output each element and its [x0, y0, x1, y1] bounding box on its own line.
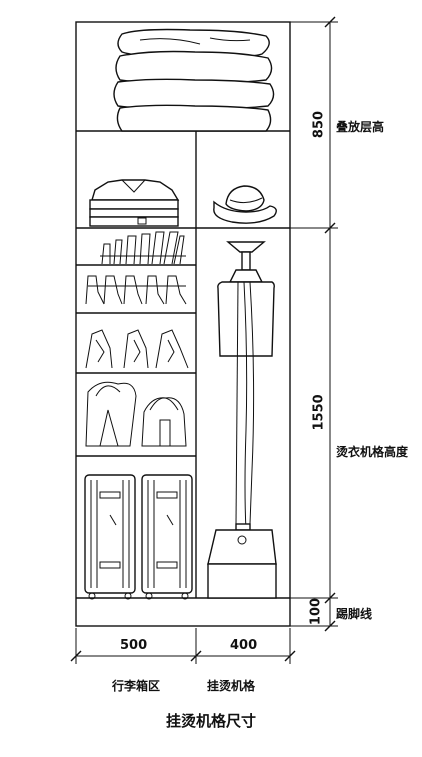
dimension-right-width: 400: [230, 638, 258, 653]
label-kickboard: 踢脚线: [336, 607, 373, 621]
folded-blankets-icon: [113, 28, 275, 132]
dimension-middle-height: 1550: [311, 394, 327, 431]
dimension-kick-height: 100: [308, 597, 324, 626]
label-steamer-zone: 挂烫机格: [207, 679, 256, 693]
handbags-icon: [85, 381, 187, 447]
page-title: 挂烫机格尺寸: [165, 712, 256, 730]
label-top-zone: 叠放层高: [336, 120, 385, 134]
horizontal-dimension-line: [70, 628, 296, 664]
garment-steamer-icon: [207, 241, 277, 599]
label-steamer-height: 烫衣机格高度: [336, 445, 409, 459]
dimension-left-width: 500: [120, 638, 148, 653]
dimension-top-height: 850: [311, 110, 327, 139]
hat-icon: [213, 185, 277, 224]
vertical-dimension-line: [290, 16, 338, 632]
folded-shirts-icon: [89, 179, 180, 227]
rolled-clothes-icon: [85, 231, 189, 369]
suitcase-icon: [84, 474, 193, 600]
label-luggage-zone: 行李箱区: [112, 679, 161, 693]
